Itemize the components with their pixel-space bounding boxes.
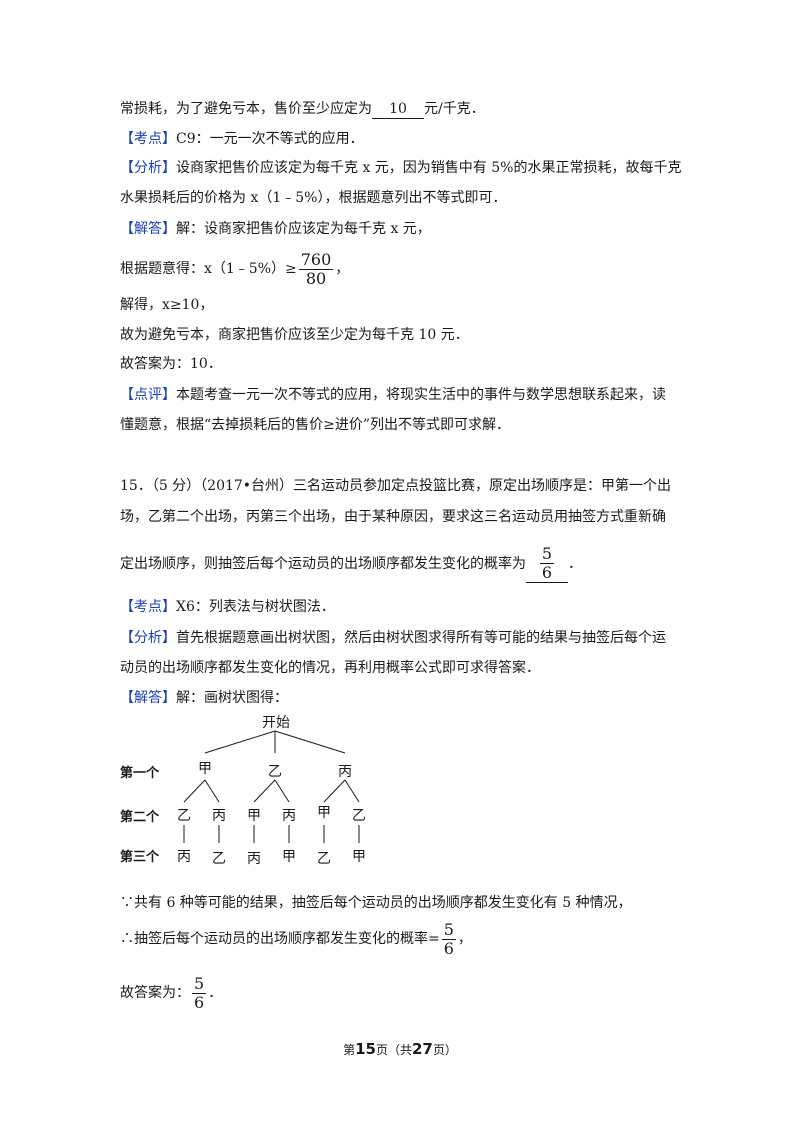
conclusion-text: ∴抽签后每个运动员的出场顺序都发生变化的概率= — [120, 931, 440, 947]
conclusion-text: 故答案为： — [120, 985, 190, 1001]
fenxi-tag: 【分析】 — [120, 160, 176, 176]
tree-branch — [253, 779, 276, 803]
fenxi-tag: 【分析】 — [120, 630, 176, 646]
dianping-line2: 懂题意，根据“去掉损耗后的售价≥进价”列出不等式即可求解． — [120, 417, 511, 433]
tree-branch — [323, 779, 346, 803]
kaodian-line: 【考点】X6：列表法与树状图法． — [120, 597, 335, 617]
conclusion-text: ， — [457, 931, 472, 947]
jieda-text: ， — [335, 261, 350, 277]
jieda-line5: 故答案为：10． — [120, 356, 222, 372]
page-total: 27 — [412, 1040, 433, 1058]
tree-node: 丙 — [338, 764, 352, 780]
tree-node: 甲 — [317, 805, 331, 821]
tree-branch — [274, 779, 290, 803]
kaodian-tag: 【考点】 — [120, 131, 176, 147]
jieda-tag: 【解答】 — [120, 690, 176, 706]
conclusion-line1: ∵共有 6 种等可能的结果，抽签后每个运动员的出场顺序都发生变化有 5 种情况， — [120, 895, 632, 911]
jieda-tag: 【解答】 — [120, 221, 176, 237]
jieda-text: 解：画树状图得： — [176, 690, 288, 706]
tree-branch — [344, 779, 360, 803]
conclusion-text: ． — [208, 985, 223, 1001]
jieda-text: 解：设商家把售价应该定为每千克 x 元， — [176, 221, 431, 237]
fraction-numerator: 5 — [192, 973, 207, 994]
tree-node: 乙 — [352, 808, 366, 824]
kaodian-text: X6：列表法与树状图法． — [176, 599, 335, 615]
fenxi-text: 设商家把售价应该定为每千克 x 元，因为销售中有 5%的水果正常损耗，故每千克 — [176, 160, 682, 176]
q15-text: 定出场顺序，则抽签后每个运动员的出场顺序都发生变化的概率为 — [120, 556, 526, 572]
p14-text: 元/千克． — [424, 101, 485, 117]
tree-node: 丙 — [247, 851, 261, 867]
tree-row-label: 第一个 — [120, 766, 160, 781]
tree-node: 乙 — [317, 851, 331, 867]
tree-node: 乙 — [177, 808, 191, 824]
fenxi-line2: 动员的出场顺序都发生变化的情况，再利用概率公式即可求得答案． — [120, 660, 540, 676]
q15-text: ． — [568, 556, 582, 572]
jieda-line4: 故为避免亏本，商家把售价应该至少定为每千克 10 元． — [120, 327, 469, 343]
fraction-numerator: 5 — [539, 544, 555, 564]
dianping-text: 本题考查一元一次不等式的应用，将现实生活中的事件与数学思想联系起来，读 — [176, 387, 666, 403]
jieda-line: 【解答】解：画树状图得： — [120, 688, 288, 708]
tree-branch — [204, 779, 220, 803]
fraction-denominator: 6 — [194, 992, 205, 1012]
p14-text: 常损耗，为了避免亏本，售价至少应定为 — [120, 101, 372, 117]
tree-node: 甲 — [198, 761, 212, 777]
footer-text: 页（共 — [375, 1043, 412, 1057]
dianping-tag: 【点评】 — [120, 387, 176, 403]
tree-node: 丙 — [177, 849, 191, 865]
fraction-denominator: 80 — [305, 268, 327, 288]
page-number: 15 — [355, 1040, 376, 1058]
footer-text: 页） — [432, 1043, 457, 1057]
kaodian-tag: 【考点】 — [120, 599, 176, 615]
tree-row-label: 第二个 — [120, 810, 160, 825]
q15-line2: 场，乙第二个出场，丙第三个出场，由于某种原因，要求这三名运动员用抽签方式重新确 — [120, 509, 666, 525]
tree-root: 开始 — [262, 715, 290, 731]
tree-row-label: 第三个 — [120, 850, 160, 865]
tree-branch — [204, 730, 276, 754]
fenxi-line: 【分析】设商家把售价应该定为每千克 x 元，因为销售中有 5%的水果正常损耗，故… — [120, 158, 681, 178]
kaodian-text: C9：一元一次不等式的应用． — [176, 131, 364, 147]
fenxi-line: 【分析】首先根据题意画出树状图，然后由树状图求得所有等可能的结果与抽签后每个运 — [120, 628, 666, 648]
tree-node: 乙 — [212, 851, 226, 867]
q15-line1: 15．（5 分）（2017•台州）三名运动员参加定点投篮比赛，原定出场顺序是：甲… — [120, 478, 672, 494]
jieda-text: 根据题意得：x（1﹣5%）≥ — [120, 261, 297, 277]
jieda-line3: 解得，x≥10， — [120, 297, 214, 313]
tree-branch — [183, 779, 206, 803]
tree-node: 甲 — [247, 808, 261, 824]
tree-branch — [274, 730, 346, 754]
tree-node: 丙 — [282, 808, 296, 824]
tree-node: 甲 — [282, 849, 296, 865]
tree-node: 甲 — [352, 849, 366, 865]
jieda-line: 【解答】解：设商家把售价应该定为每千克 x 元， — [120, 219, 431, 239]
answer-blank: 10 — [372, 100, 424, 119]
footer-text: 第 — [343, 1043, 356, 1057]
fraction-numerator: 760 — [298, 249, 334, 270]
fraction-numerator: 5 — [441, 919, 456, 940]
fraction-denominator: 6 — [541, 563, 553, 582]
kaodian-line: 【考点】C9：一元一次不等式的应用． — [120, 129, 364, 149]
fenxi-line2: 水果损耗后的价格为 x（1﹣5%），根据题意列出不等式即可． — [120, 190, 507, 206]
fenxi-text: 首先根据题意画出树状图，然后由树状图求得所有等可能的结果与抽签后每个运 — [176, 630, 666, 646]
tree-node: 乙 — [268, 764, 282, 780]
fraction-denominator: 6 — [443, 938, 454, 958]
dianping-line: 【点评】本题考查一元一次不等式的应用，将现实生活中的事件与数学思想联系起来，读 — [120, 385, 666, 405]
page-footer: 第15页（共27页） — [0, 1040, 800, 1058]
tree-node: 丙 — [212, 808, 226, 824]
